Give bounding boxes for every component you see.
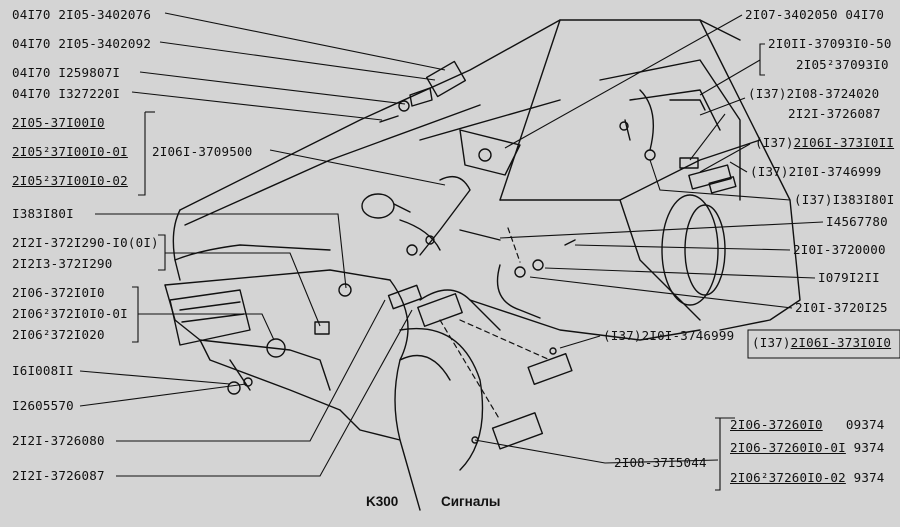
part-label-nut-3: I079I2II (818, 270, 880, 285)
part-label-fog-2: 2I2I3-372I290 (12, 256, 113, 271)
part-label-door-switch-2: 2I05²37093I0 (796, 57, 889, 72)
part-label-screw-right: (I37)I383I80I (794, 192, 895, 207)
part-label-fog-1: 2I2I-372I290-I0(0I) (12, 235, 159, 250)
rear-lamps (471, 347, 573, 450)
part-label-relay: 2I06I-3709500 (152, 144, 253, 159)
part-label-nut-2: I6I008II (12, 363, 74, 378)
part-number: 2I06-37260I0 (730, 417, 823, 432)
part-label-wiring: (I37)2I08-3724020 (748, 86, 880, 101)
car-body-outline (164, 19, 801, 511)
part-number: 2I06I-373I0II (793, 135, 895, 150)
caption-title: Сигналы (441, 494, 501, 509)
part-label-sensor-2: 2I0I-3720I25 (795, 300, 888, 315)
part-label-screw: I383I80I (12, 206, 74, 221)
part-label-bracket-2: 2I2I-3726087 (12, 468, 105, 483)
part-label-switch-1: 2I05-37I00I0 (12, 115, 105, 130)
qualifier: (I37) (755, 135, 794, 150)
part-label-bulb-1: (I37)2I0I-3746999 (750, 164, 882, 179)
part-label-switch-2: 2I05²37I00I0-0I (12, 144, 128, 159)
part-label-horn-2: 04I70 2I05-3402092 (12, 36, 152, 51)
part-label-side-light: (I37)2I06I-373I0II (755, 136, 894, 150)
assembly-guides (439, 227, 551, 421)
part-label-horn-1: 04I70 2I05-3402076 (12, 7, 152, 22)
part-label-rear-lamp-2: 2I06-37260I0-0I 9374 (730, 441, 885, 455)
part-number: 2I06²37260I0-02 (730, 470, 846, 485)
qualifier: (I37) (752, 335, 791, 350)
callout-boxes (720, 329, 900, 419)
caption-code: K300 (366, 494, 399, 509)
part-label-door-switch-1: 2I0II-37093I0-50 (768, 36, 892, 51)
part-label-bolt-1: 04I70 I327220I (12, 86, 121, 101)
part-label-wiring-2: 2I2I-3726087 (788, 106, 881, 121)
part-label-rear-lamp-3: 2I06²37260I0-02 9374 (730, 471, 885, 485)
part-code: 9374 (853, 440, 885, 455)
part-label-nut-1: 04I70 I259807I (12, 65, 121, 80)
part-code: 09374 (845, 417, 885, 432)
part-label-lamp-3: 2I06²372I020 (12, 327, 105, 342)
part-number: 2I06I-373I0I0 (790, 335, 892, 350)
front-lamps (227, 283, 463, 395)
part-label-bracket: 2I2I-3726080 (12, 433, 105, 448)
part-label-rear-lamp-1: 2I06-37260I0 09374 (730, 418, 885, 432)
part-label-clip: I4567780 (826, 214, 888, 229)
leader-lines (79, 12, 824, 491)
part-label-lamp-1: 2I06-372I0I0 (12, 285, 105, 300)
part-label-lamp-2: 2I06²372I0I0-0I (12, 306, 128, 321)
part-label-washer: I2605570 (12, 398, 74, 413)
part-code: 9374 (853, 470, 885, 485)
door-switch-wiring (619, 89, 737, 194)
part-label-sensor: 2I0I-3720000 (793, 242, 886, 257)
part-label-bulb-2: (I37)2I0I-3746999 (603, 328, 735, 343)
relay (361, 193, 411, 219)
part-label-switch-3: 2I05²37I00I0-02 (12, 173, 128, 188)
part-label-screw-rear: 2I08-37I5044 (614, 455, 707, 470)
part-label-repeater: (I37)2I06I-373I0I0 (752, 336, 891, 350)
side-repeater-parts (459, 229, 576, 319)
steering-column-switch (399, 129, 521, 256)
part-label-horn-right: 2I07-3402050 04I70 (745, 7, 885, 22)
part-number: 2I06-37260I0-0I (730, 440, 846, 455)
